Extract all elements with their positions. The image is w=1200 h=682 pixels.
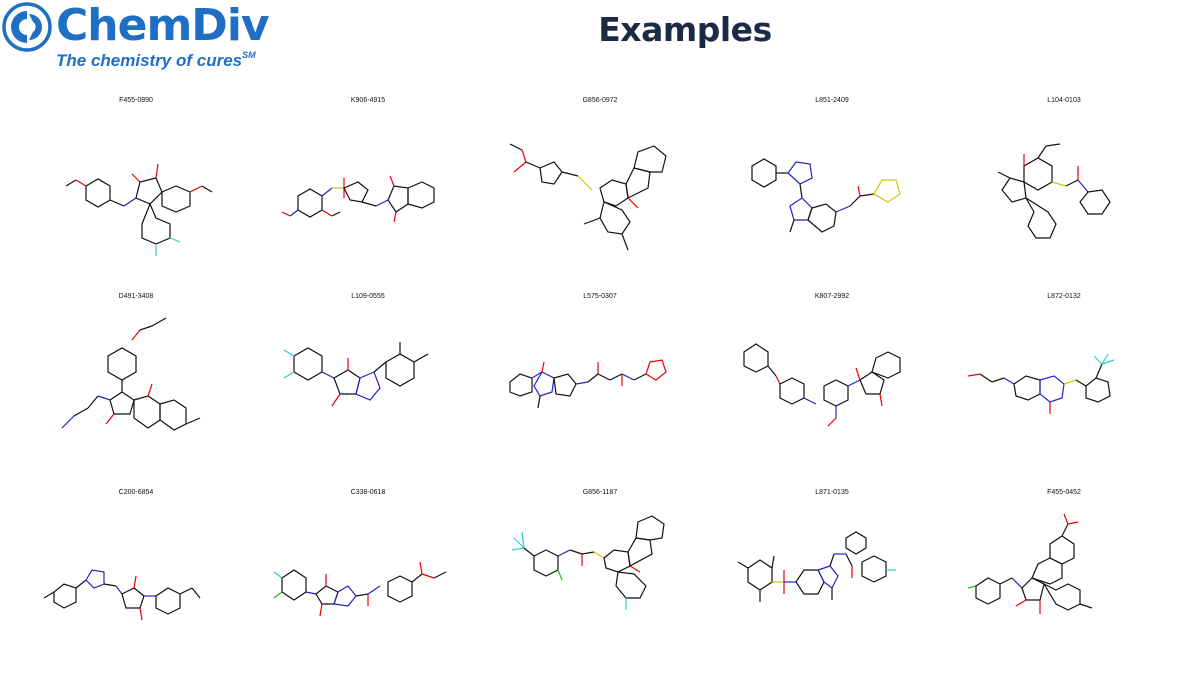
- molecule-structure: [43, 569, 201, 621]
- compound-id: L872-0132: [1047, 293, 1081, 300]
- compound-id: F455-0890: [119, 97, 153, 104]
- compound-card: C338-0618: [252, 486, 484, 682]
- compound-id: C338-0618: [350, 489, 386, 496]
- compound-card: D491-3408: [20, 290, 252, 486]
- compound-card: L104-0103: [948, 94, 1180, 290]
- compound-id: G856-1187: [582, 489, 618, 496]
- compound-card: C200-6854: [20, 486, 252, 682]
- molecule-structure: [743, 343, 901, 427]
- compound-id: L575-0307: [583, 293, 617, 300]
- logo-wordmark: ChemDiv: [56, 0, 270, 51]
- molecule-structure: [751, 158, 901, 233]
- compound-id: G856-0972: [582, 97, 618, 104]
- compound-id: L871-0135: [815, 489, 849, 496]
- molecule-structure: [283, 342, 429, 407]
- molecule-structure: [511, 515, 665, 610]
- compound-id: K906-4915: [350, 97, 386, 104]
- molecule-structure: [65, 163, 213, 256]
- compound-card: K906-4915: [252, 94, 484, 290]
- compound-id: F455-0452: [1047, 489, 1081, 496]
- molecule-structure: [281, 175, 435, 223]
- compound-card: L851-2409: [716, 94, 948, 290]
- compound-card: L575-0307: [484, 290, 716, 486]
- compound-card: L872-0132: [948, 290, 1180, 486]
- compound-grid: F455-0890 K906-4915 G856-: [20, 94, 1180, 682]
- molecule-structure: [273, 561, 447, 617]
- molecule-structure: [967, 353, 1115, 414]
- molecule-structure: [997, 143, 1111, 239]
- compound-card: G856-0972: [484, 94, 716, 290]
- compound-card: F455-0452: [948, 486, 1180, 682]
- compound-id: D491-3408: [118, 293, 154, 300]
- molecule-structure: [509, 143, 667, 251]
- molecule-structure: [967, 513, 1093, 614]
- compound-card: G856-1187: [484, 486, 716, 682]
- compound-id: L109-0555: [351, 293, 385, 300]
- compound-card: L871-0135: [716, 486, 948, 682]
- compound-id: L851-2409: [815, 97, 849, 104]
- compound-card: F455-0890: [20, 94, 252, 290]
- compound-card: L109-0555: [252, 290, 484, 486]
- chemdiv-logo-icon: [2, 2, 52, 52]
- molecule-structure: [61, 317, 201, 431]
- compound-id: L104-0103: [1047, 97, 1081, 104]
- compound-id: K807-2992: [814, 293, 850, 300]
- compound-id: C200-6854: [118, 489, 154, 496]
- chemdiv-logo: ChemDiv The chemistry of curesSM: [0, 0, 270, 80]
- logo-tagline: The chemistry of curesSM: [56, 50, 256, 70]
- molecule-structure: [737, 531, 896, 602]
- compound-card: K807-2992: [716, 290, 948, 486]
- page-title: Examples: [598, 10, 772, 49]
- molecule-structure: [509, 359, 667, 409]
